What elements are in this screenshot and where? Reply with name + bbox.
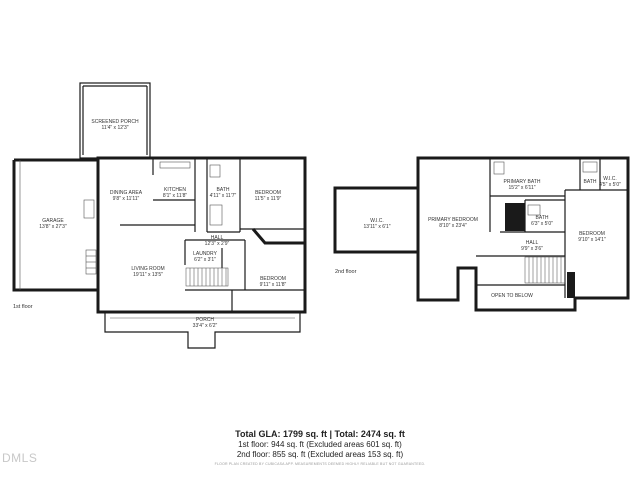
first-floor-plan bbox=[12, 82, 307, 349]
first-floor-label: 1st floor bbox=[13, 304, 33, 310]
room-name-dining: DINING AREA bbox=[110, 190, 143, 196]
room-name-laundry: LAUNDRY bbox=[193, 251, 217, 257]
room-name-wic1: W.I.C. bbox=[370, 218, 384, 224]
room-name-kitchen: KITCHEN bbox=[164, 187, 186, 193]
room-name-porch: PORCH bbox=[196, 317, 214, 323]
room-dim-primary-bedroom: 8'10" x 23'4" bbox=[439, 223, 467, 229]
room-name-primary-bath: PRIMARY BATH bbox=[504, 179, 541, 185]
room-name-bath1: BATH bbox=[217, 187, 230, 193]
room-name-hall2: HALL bbox=[526, 240, 539, 246]
room-name-bedroom2: BEDROOM bbox=[260, 276, 286, 282]
total-gla: Total GLA: 1799 sq. ft | Total: 2474 sq.… bbox=[235, 429, 405, 439]
room-name-screened-porch: SCREENED PORCH bbox=[91, 119, 139, 125]
room-dim-kitchen: 8'1" x 11'8" bbox=[163, 193, 187, 199]
room-dim-dining: 9'8" x 11'11" bbox=[113, 196, 140, 202]
room-dim-hall1: 12'3" x 2'9" bbox=[205, 241, 230, 247]
room-dim-living: 19'11" x 13'5" bbox=[133, 272, 163, 278]
main-house-walls bbox=[96, 156, 307, 314]
room-name-garage: GARAGE bbox=[42, 218, 64, 224]
room-name-bedroom1: BEDROOM bbox=[255, 190, 281, 196]
front-porch-outline bbox=[104, 312, 301, 349]
room-dim-screened-porch: 11'4" x 12'3" bbox=[101, 125, 128, 131]
room-dim-garage: 13'8" x 27'3" bbox=[39, 224, 67, 230]
room-name-bath2: BATH bbox=[584, 179, 597, 185]
room-name-hall1: HALL bbox=[211, 235, 224, 241]
room-name-bath3: BATH bbox=[536, 215, 549, 221]
room-dim-bedroom3: 9'10" x 14'1" bbox=[578, 237, 606, 243]
room-name-bedroom3: BEDROOM bbox=[579, 231, 605, 237]
room-dim-primary-bath: 15'2" x 6'11" bbox=[508, 185, 535, 191]
room-dim-bath1: 4'11" x 11'7" bbox=[210, 193, 237, 199]
room-dim-porch: 33'4" x 6'2" bbox=[193, 323, 218, 329]
disclaimer: FLOOR PLAN CREATED BY CUBICASA APP. MEAS… bbox=[214, 462, 426, 466]
room-name-wic2: W.I.C. bbox=[603, 176, 617, 182]
room-dim-laundry: 6'2" x 3'1" bbox=[194, 257, 216, 263]
second-floor-label: 2nd floor bbox=[335, 269, 357, 275]
room-name-primary-bedroom: PRIMARY BEDROOM bbox=[428, 217, 478, 223]
room-dim-bath3: 6'3" x 5'0" bbox=[531, 221, 553, 227]
second-floor-area: 2nd floor: 855 sq. ft (Excluded areas 15… bbox=[236, 450, 404, 459]
garage-walls bbox=[12, 158, 98, 292]
first-floor-area: 1st floor: 944 sq. ft (Excluded areas 60… bbox=[238, 440, 402, 449]
room-dim-hall2: 9'9" x 3'6" bbox=[521, 246, 543, 252]
room-name-open-below: OPEN TO BELOW bbox=[491, 293, 533, 299]
second-floor-stairs bbox=[524, 256, 566, 284]
second-floor-walls bbox=[416, 156, 630, 312]
watermark-logo: DMLS bbox=[2, 451, 38, 465]
room-dim-bedroom1: 11'5" x 11'9" bbox=[255, 196, 282, 202]
room-name-living: LIVING ROOM bbox=[131, 266, 164, 272]
room-dim-wic1: 13'11" x 6'1" bbox=[363, 224, 390, 230]
second-floor-plan bbox=[333, 156, 630, 312]
room-dim-wic2: 4'5" x 5'0" bbox=[599, 182, 621, 188]
first-floor-stairs bbox=[185, 267, 229, 287]
room-dim-bedroom2: 9'11" x 11'8" bbox=[260, 282, 287, 288]
